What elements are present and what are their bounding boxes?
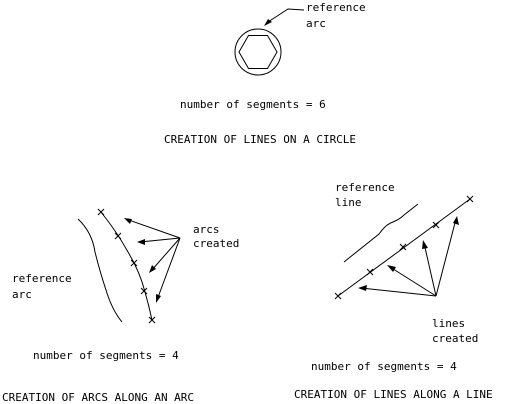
reference-line-label-1: reference	[335, 181, 395, 194]
division-mark	[334, 292, 342, 300]
lines-created-label-2: created	[432, 332, 478, 345]
lines-created-label-1: lines	[432, 317, 465, 330]
created-arc-path	[100, 211, 153, 321]
division-mark	[130, 259, 138, 267]
division-mark	[140, 287, 148, 295]
pointer-arrow	[156, 237, 181, 301]
leader-arrowhead	[264, 19, 272, 26]
pointer-arrow	[125, 218, 181, 239]
division-mark	[97, 208, 105, 216]
diagram-caption: CREATION OF LINES ALONG A LINE	[294, 388, 493, 401]
arrowhead	[453, 216, 459, 225]
reference-arc	[77, 218, 123, 323]
reference-arc-leader	[267, 8, 305, 23]
division-mark	[399, 243, 407, 251]
pointer-arrow	[423, 242, 437, 297]
reference-circle	[234, 28, 282, 76]
division-mark	[366, 268, 374, 276]
segments-label: number of segments = 4	[33, 349, 179, 362]
reference-arc-label-1: reference	[306, 1, 366, 14]
diagram-caption: CREATION OF LINES ON A CIRCLE	[164, 133, 356, 146]
reference-arc-label-2: arc	[12, 288, 32, 301]
arrowhead	[387, 265, 396, 272]
division-mark	[148, 316, 156, 324]
arrowhead	[156, 294, 161, 303]
diagram-caption: CREATION OF ARCS ALONG AN ARC	[2, 391, 194, 404]
circle-diagram: reference arc number of segments = 6 CRE…	[164, 1, 366, 146]
division-mark	[114, 232, 122, 240]
pointer-arrow	[435, 218, 457, 297]
reference-arc-label-1: reference	[12, 272, 72, 285]
division-mark	[432, 221, 440, 229]
pointer-arrow	[389, 266, 437, 297]
segments-label: number of segments = 6	[180, 98, 326, 111]
arc-diagram: arcs created reference arc number of seg…	[2, 208, 239, 404]
reference-arc-label-2: arc	[306, 17, 326, 30]
pointer-arrow	[139, 237, 181, 243]
arrowhead	[149, 265, 156, 273]
division-mark	[466, 195, 474, 203]
arrowhead	[124, 218, 132, 224]
arcs-created-label-1: arcs	[193, 223, 220, 236]
reference-line-label-2: line	[335, 196, 362, 209]
segments-label: number of segments = 4	[311, 360, 457, 373]
pointer-arrow	[360, 287, 437, 297]
hexagon-lines	[238, 35, 278, 69]
arrowhead	[422, 240, 428, 249]
arrowhead	[137, 239, 145, 245]
arcs-created-label-2: created	[193, 237, 239, 250]
reference-line	[343, 203, 419, 263]
pointer-arrow	[150, 237, 181, 272]
arrowhead	[358, 285, 367, 291]
line-diagram: reference line lines created number of s…	[294, 181, 493, 401]
